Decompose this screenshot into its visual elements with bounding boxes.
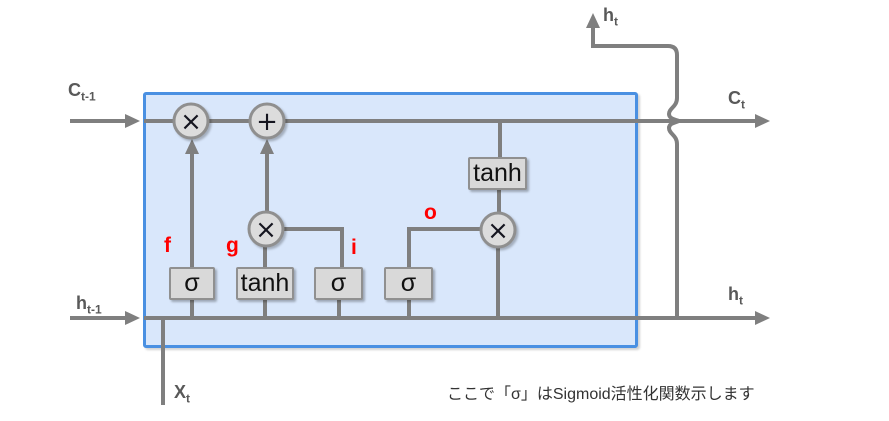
gate-cell-label: tanh bbox=[240, 269, 290, 297]
label-text: C bbox=[728, 88, 741, 108]
gate-tag-output: o bbox=[424, 201, 437, 224]
label-subscript: t-1 bbox=[87, 302, 102, 317]
label-text: C bbox=[68, 80, 81, 100]
label-cell-state-in: Ct-1 bbox=[68, 81, 96, 103]
gate-output-box: σ bbox=[384, 267, 433, 300]
arrowhead-hidden-state-out bbox=[755, 311, 770, 325]
gate-input-label: σ bbox=[330, 269, 347, 297]
sigmoid-footnote: ここで「σ」はSigmoid活性化関数示します bbox=[447, 386, 755, 403]
gate-forget-box: σ bbox=[169, 267, 215, 300]
arrowhead-cell-state-out bbox=[755, 114, 770, 128]
multiply-glyph-input: × bbox=[255, 215, 277, 245]
op-multiply-output-circle bbox=[479, 211, 517, 249]
gate-input-box: σ bbox=[314, 267, 363, 300]
cell-activation-box: tanh bbox=[468, 157, 527, 190]
wire-hidden-split bbox=[591, 27, 686, 318]
label-hidden-out-right: ht bbox=[728, 285, 743, 307]
wire-outputgate-to-multiply bbox=[407, 227, 481, 267]
label-text: X bbox=[174, 382, 187, 402]
label-text: h bbox=[76, 293, 87, 313]
gate-tag-forget: f bbox=[164, 234, 171, 257]
op-add-circle bbox=[248, 102, 286, 140]
arrowhead-cell-state-in bbox=[125, 114, 140, 128]
gate-tag-input: i bbox=[351, 236, 357, 259]
label-hidden-state-in: ht-1 bbox=[76, 294, 102, 316]
multiply-glyph-forget: × bbox=[180, 107, 202, 137]
label-subscript: t-1 bbox=[81, 89, 96, 104]
arrowhead-add bbox=[260, 139, 274, 154]
op-multiply-input-circle bbox=[247, 210, 285, 248]
arrowhead-hidden-top bbox=[586, 13, 600, 28]
multiply-glyph-output: × bbox=[487, 216, 509, 246]
gate-forget-label: σ bbox=[184, 269, 200, 297]
label-hidden-out-top: ht bbox=[603, 6, 618, 28]
gate-tag-cell: g bbox=[226, 234, 239, 257]
gate-cell-box: tanh bbox=[236, 267, 294, 300]
wire-inputgate-to-multiply bbox=[283, 227, 344, 267]
gate-output-label: σ bbox=[400, 269, 417, 297]
label-subscript: t bbox=[186, 391, 191, 406]
label-cell-state-out: Ct bbox=[728, 89, 745, 111]
label-subscript: t bbox=[741, 97, 745, 112]
arrowhead-forget-multiply bbox=[185, 139, 199, 154]
cell-activation-label: tanh bbox=[473, 159, 522, 187]
label-subscript: t bbox=[614, 14, 618, 29]
label-input-x: Xt bbox=[174, 383, 190, 405]
arrowhead-hidden-state-in bbox=[125, 311, 140, 325]
label-subscript: t bbox=[739, 293, 743, 308]
label-text: h bbox=[603, 5, 614, 25]
add-glyph: + bbox=[256, 107, 278, 137]
label-text: h bbox=[728, 284, 739, 304]
op-multiply-forget-circle bbox=[172, 102, 210, 140]
lstm-cell-box bbox=[143, 92, 638, 348]
